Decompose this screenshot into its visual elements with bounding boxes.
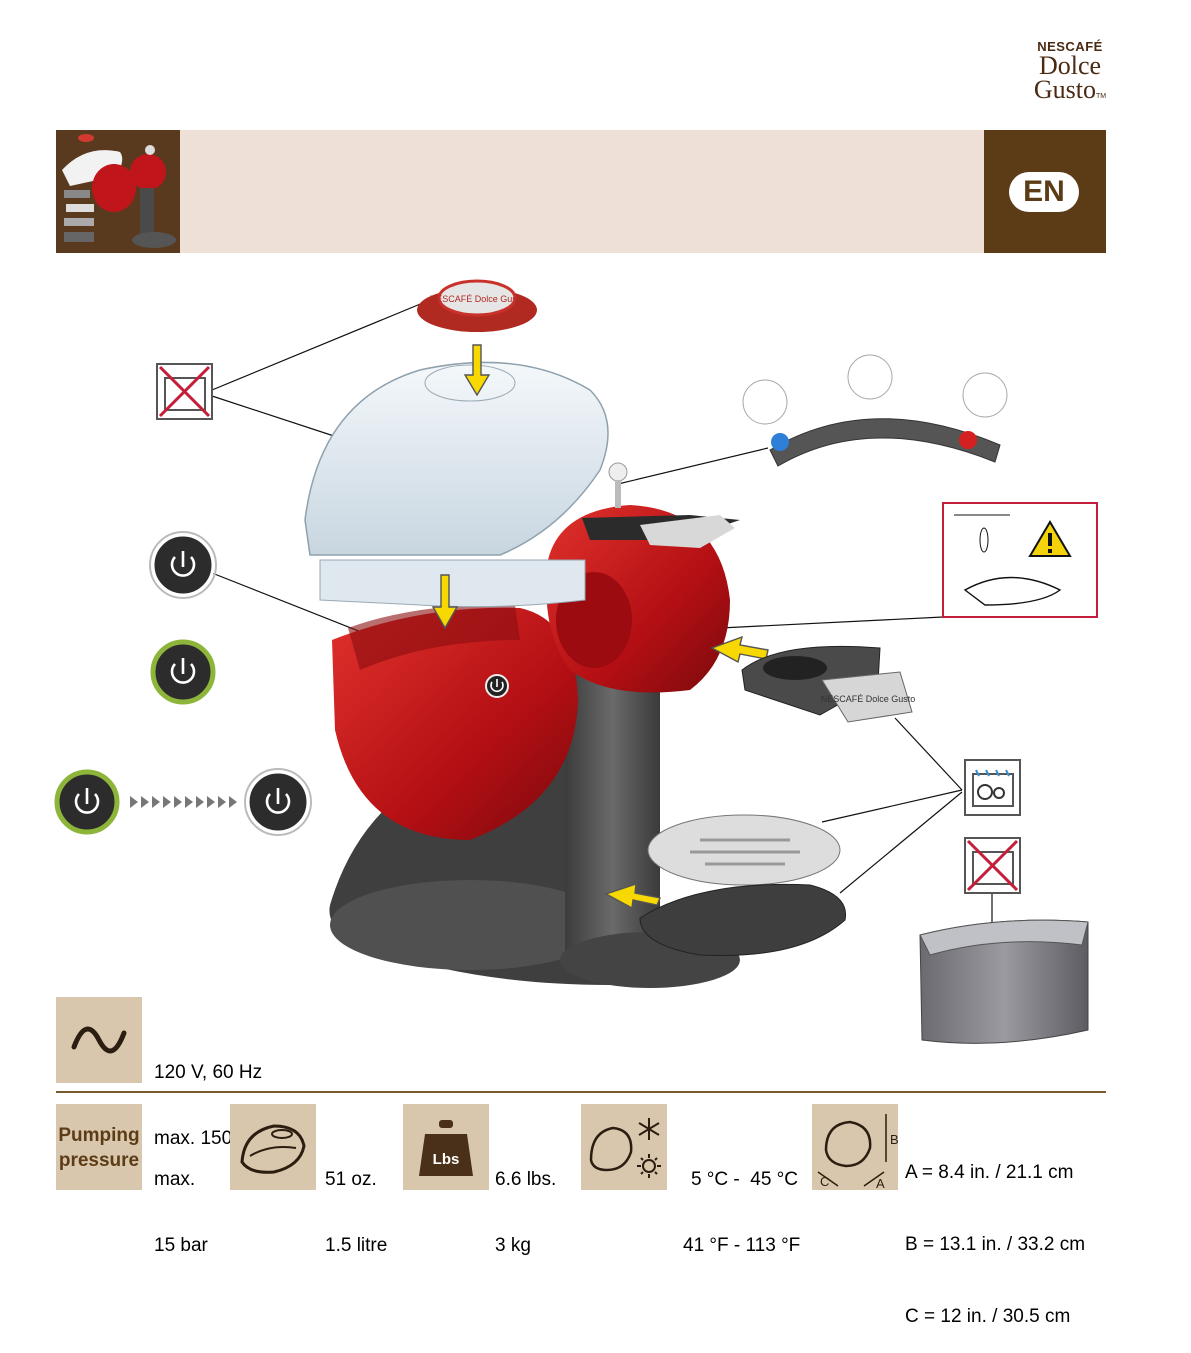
temperature-celsius: 5 °C - 45 °C: [683, 1169, 798, 1191]
water-tank-capacity-value: 51 oz. 1.5 litre: [325, 1125, 387, 1279]
temperature-tile: [581, 1104, 667, 1190]
selector-stem: [615, 480, 621, 508]
pumping-value-2: 15 bar: [154, 1235, 208, 1257]
hot-water-warning: [943, 503, 1097, 617]
water-tank-lid: [305, 362, 608, 555]
snowflake-icon: [639, 1118, 659, 1140]
weight-icon-label: Lbs: [433, 1151, 460, 1168]
not-dishwasher-safe-icon: [157, 364, 212, 419]
language-label: EN: [1009, 172, 1079, 212]
dimension-label-c: C: [820, 1174, 829, 1189]
capsule-holder-lettering: NESCAFÉ Dolce Gusto: [821, 694, 916, 704]
cold-indicator: [771, 433, 789, 451]
pumping-value-1: max.: [154, 1169, 208, 1191]
water-tank: [920, 920, 1088, 1043]
dimension-a: A = 8.4 in. / 21.1 cm: [905, 1161, 1085, 1185]
drip-grid: [648, 815, 840, 885]
dimension-label-a: A: [876, 1176, 885, 1190]
water-tank-capacity-tile: [230, 1104, 316, 1190]
power-voltage: 120 V, 60 Hz: [154, 1062, 266, 1084]
temperature-selector-bar: [743, 355, 1007, 466]
weight-value-1: 6.6 lbs.: [495, 1169, 556, 1191]
pumping-label-2: pressure: [56, 1148, 142, 1173]
logo-line-2: GustoTM: [1020, 78, 1120, 109]
capsule-label: NESCAFÉ Dolce Gusto: [430, 294, 525, 304]
dishwasher-safe-icon: [965, 760, 1020, 815]
weight-value-2: 3 kg: [495, 1235, 556, 1257]
weight-icon: Lbs: [403, 1104, 489, 1190]
machine-illustration: NESCAFÉ Dolce Gusto NESCAFÉ Dolce Gusto: [0, 260, 1191, 1060]
drip-tray: [640, 815, 846, 956]
dimension-b: B = 13.1 in. / 33.2 cm: [905, 1233, 1085, 1257]
pumping-label-1: Pumping: [56, 1123, 142, 1148]
power-state-heating: [57, 769, 311, 835]
selector-ball-left: [743, 380, 787, 424]
temperature-fahrenheit: 41 °F - 113 °F: [683, 1235, 798, 1257]
pumping-pressure-value: max. 15 bar: [154, 1125, 208, 1279]
pumping-pressure-tile: Pumping pressure: [56, 1104, 142, 1190]
power-state-off: [150, 532, 216, 598]
dimensions-value: A = 8.4 in. / 21.1 cm B = 13.1 in. / 33.…: [905, 1113, 1085, 1353]
pumping-pressure-label: Pumping pressure: [56, 1104, 142, 1173]
sine-wave-icon: [56, 997, 142, 1083]
logo-tm: TM: [1096, 93, 1106, 100]
dimensions-tile: B C A: [812, 1104, 898, 1190]
drip-tray-body: [640, 884, 846, 955]
spec-divider: [56, 1091, 1106, 1093]
selector-ball-right: [963, 373, 1007, 417]
weight-value: 6.6 lbs. 3 kg: [495, 1125, 556, 1279]
dimension-c: C = 12 in. / 30.5 cm: [905, 1305, 1085, 1329]
weight-tile: Lbs: [403, 1104, 489, 1190]
water-tank-base: [320, 560, 585, 607]
tank-value-1: 51 oz.: [325, 1169, 387, 1191]
selector-knob: [609, 463, 627, 481]
power-state-ready: [153, 642, 213, 702]
power-supply-tile: [56, 997, 142, 1083]
header-thumbnail: [56, 130, 180, 253]
tank-value-2: 1.5 litre: [325, 1235, 387, 1257]
sun-icon: [637, 1154, 661, 1178]
progress-chevrons: [130, 796, 237, 808]
not-dishwasher-safe-icon: [965, 838, 1020, 893]
hot-indicator: [959, 431, 977, 449]
temperature-value: 5 °C - 45 °C 41 °F - 113 °F: [683, 1125, 798, 1279]
dimension-label-b: B: [890, 1132, 898, 1147]
header-band: [56, 130, 1106, 253]
nescafe-dolce-gusto-logo: NESCAFÉ Dolce GustoTM: [1020, 40, 1120, 109]
machine-thumbnail-image: [56, 130, 180, 253]
capsule-holder: NESCAFÉ Dolce Gusto: [742, 646, 915, 722]
selector-ball-center: [848, 355, 892, 399]
water-tank-icon: [230, 1104, 316, 1190]
temperature-icon: [581, 1104, 667, 1190]
dimensions-icon: B C A: [812, 1104, 898, 1190]
